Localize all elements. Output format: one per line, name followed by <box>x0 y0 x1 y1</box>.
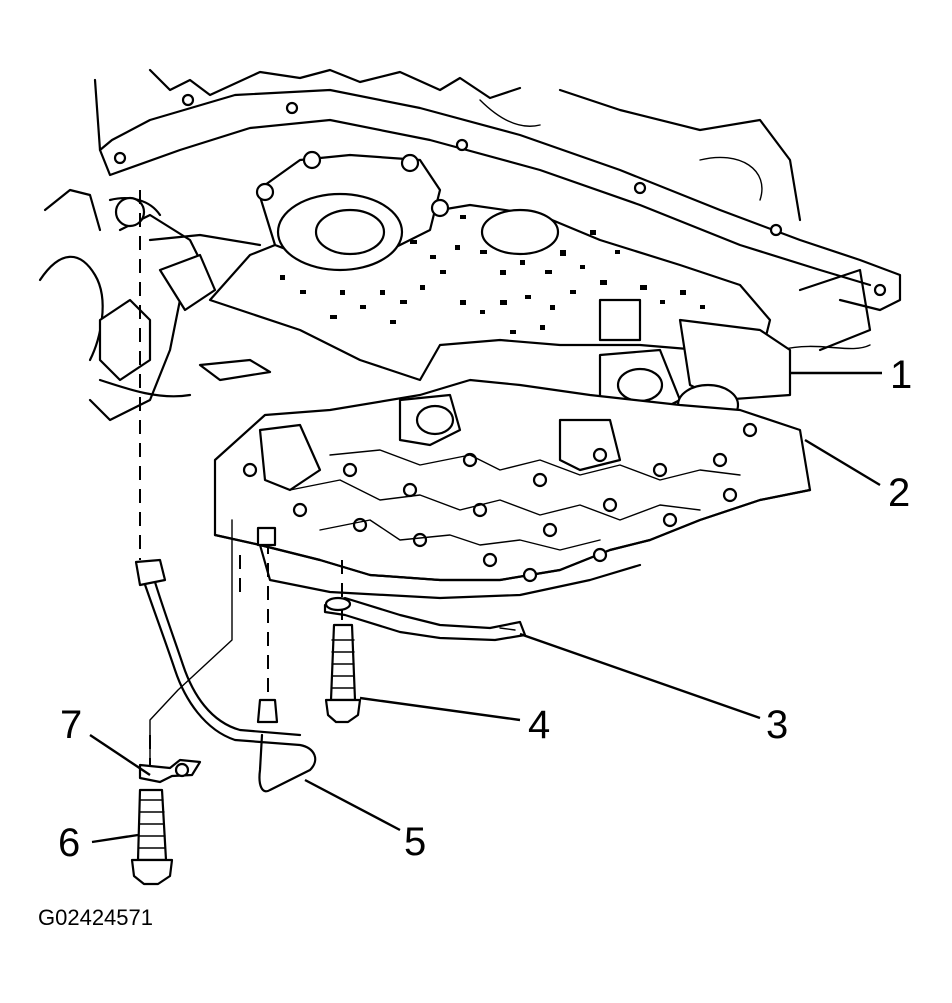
callout-2: 2 <box>888 471 910 515</box>
callout-labels: 1 2 3 4 5 6 7 <box>58 353 912 865</box>
wiring-harness <box>38 196 272 422</box>
callout-7: 7 <box>60 703 82 747</box>
valve-body-lower <box>213 378 812 600</box>
alignment-lines <box>139 190 151 770</box>
tube-part-5 <box>134 519 317 793</box>
passage-holes <box>280 215 705 334</box>
callout-3: 3 <box>766 703 788 747</box>
callout-6: 6 <box>58 821 80 865</box>
clip-part-7 <box>138 758 202 784</box>
figure-id-label: G02424571 <box>38 905 153 930</box>
bolt-part-6 <box>130 788 174 886</box>
leader-7 <box>89 734 151 776</box>
callout-1: 1 <box>890 353 912 397</box>
leader-3 <box>519 632 761 720</box>
callout-5: 5 <box>404 820 426 864</box>
leader-5 <box>304 778 401 832</box>
transmission-case <box>43 68 902 352</box>
leader-4 <box>359 696 521 722</box>
callout-4: 4 <box>528 703 550 747</box>
bolt-bosses <box>242 422 758 583</box>
bolt-part-4 <box>324 560 362 724</box>
leader-2 <box>804 438 881 487</box>
callout-leaders <box>89 371 882 844</box>
leader-6 <box>91 833 139 844</box>
bracket <box>323 596 527 642</box>
